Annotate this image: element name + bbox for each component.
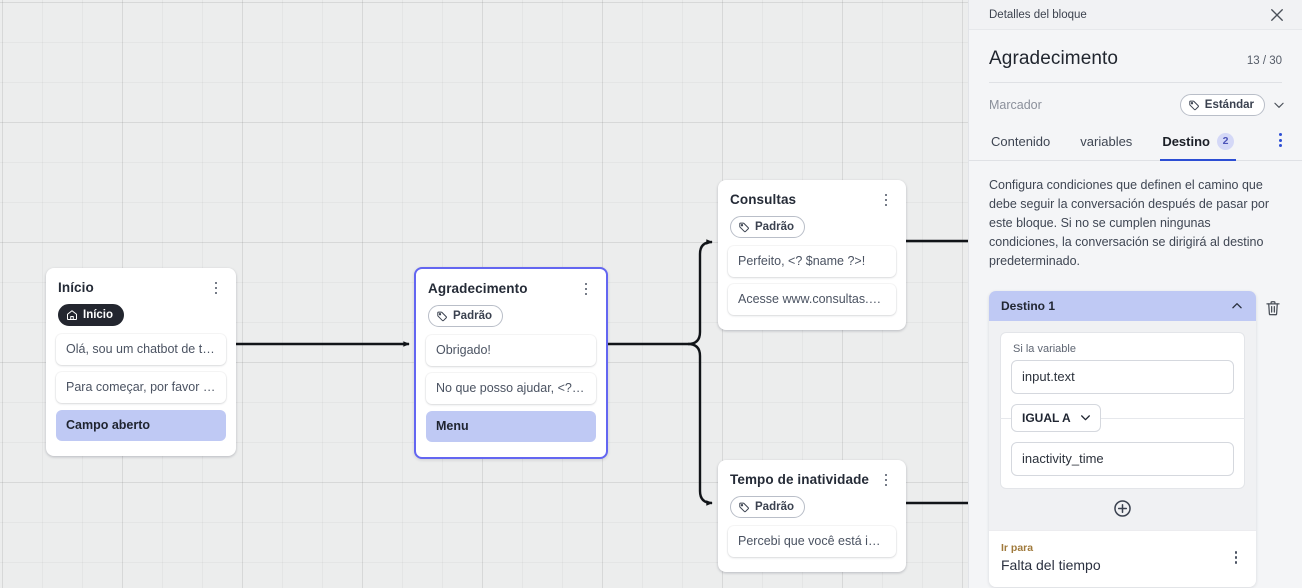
chevron-up-icon[interactable] — [1230, 299, 1244, 313]
tab-label: Contenido — [991, 133, 1051, 149]
goto-label: Ir para — [1001, 541, 1034, 554]
goto-value: Falta del tiempo — [1001, 556, 1101, 573]
char-counter: 13 / 30 — [1246, 55, 1282, 67]
node-tag-label: Início — [83, 309, 114, 321]
panel-scroll-area[interactable]: Configura condiciones que definen el cam… — [969, 161, 1302, 588]
condition-box: Si la variable input.text IGUAL A — [1000, 331, 1245, 489]
panel-titlebar-label: Detalles del bloque — [989, 8, 1087, 21]
goto-menu-kebab-icon[interactable] — [1228, 548, 1244, 566]
add-condition-row — [989, 489, 1256, 530]
block-details-panel: Detalles del bloque Agradecimento 13 / 3… — [968, 0, 1302, 588]
trash-icon[interactable] — [1264, 297, 1282, 319]
tag-icon — [437, 311, 447, 322]
panel-titlebar: Detalles del bloque — [969, 0, 1302, 30]
node-tag-row: Padrão — [718, 209, 906, 246]
panel-body: Agradecimento 13 / 30 Marcador Estándar — [969, 30, 1302, 588]
destino-header[interactable]: Destino 1 — [989, 290, 1256, 321]
node-chip[interactable]: Perfeito, <? $name ?>! — [728, 246, 896, 277]
page-title: Agradecimento — [989, 48, 1119, 69]
edge-agradecimento-inatividade — [687, 342, 713, 506]
flow-node-consultas[interactable]: Consultas Padrão Perfeito, <? $name ?>! … — [718, 180, 906, 330]
node-menu-kebab-icon[interactable] — [878, 471, 894, 489]
node-chip[interactable]: Percebi que você está inativo. C... — [728, 526, 896, 557]
condition-label: Si la variable — [1013, 342, 1076, 355]
plus-circle-icon[interactable] — [1113, 499, 1132, 518]
close-icon[interactable] — [1268, 6, 1286, 24]
node-tag-badge[interactable]: Padrão — [730, 216, 805, 238]
node-tag-row: Padrão — [718, 489, 906, 526]
node-menu-kebab-icon[interactable] — [208, 279, 224, 297]
node-title: Início — [58, 280, 94, 295]
node-tag-label: Padrão — [453, 310, 492, 322]
flow-edges — [236, 239, 968, 506]
tab-variables[interactable]: variables — [1078, 128, 1134, 160]
node-tag-label: Padrão — [755, 501, 794, 513]
node-chip-highlighted[interactable]: Campo aberto — [56, 410, 226, 441]
edge-agradecimento-consultas — [687, 239, 713, 346]
node-chip[interactable]: No que posso ajudar, <? $name ... — [426, 373, 596, 404]
operator-label: IGUAL A — [1022, 410, 1071, 425]
destino-block: Destino 1 Si la variable input.text IGUA… — [989, 290, 1282, 587]
tab-label: Destino — [1162, 133, 1210, 149]
tag-icon — [1189, 100, 1199, 111]
marcador-row: Marcador Estándar — [969, 83, 1302, 127]
node-header: Início — [46, 268, 236, 297]
panel-tabs: Contenido variables Destino 2 — [969, 127, 1302, 161]
node-tag-label: Padrão — [755, 221, 794, 233]
node-chip[interactable]: Olá, sou um chatbot de teste! — [56, 334, 226, 365]
operator-row: IGUAL A — [1000, 403, 1245, 433]
tag-icon — [739, 222, 749, 233]
variable-input[interactable]: input.text — [1011, 359, 1234, 394]
goto-text-group: Ir para Falta del tiempo — [1001, 541, 1101, 575]
tab-badge-count: 2 — [1216, 132, 1234, 150]
node-header: Tempo de inatividade — [718, 460, 906, 489]
flow-node-tempo-de-inatividade[interactable]: Tempo de inatividade Padrão Percebi que … — [718, 460, 906, 572]
home-icon — [67, 310, 77, 320]
marcador-label: Marcador — [989, 97, 1042, 112]
tab-destino[interactable]: Destino 2 — [1160, 127, 1236, 161]
chevron-down-icon — [1080, 415, 1090, 421]
marcador-control[interactable]: Estándar — [1179, 93, 1286, 116]
tag-icon — [739, 502, 749, 513]
destino-header-label: Destino 1 — [1001, 298, 1056, 313]
node-chip[interactable]: Acesse www.consultas.com par... — [728, 284, 896, 315]
node-tag-badge[interactable]: Padrão — [428, 305, 503, 327]
flow-canvas[interactable]: Início Início Olá, sou um chatbot de tes… — [0, 0, 968, 588]
block-title-row: Agradecimento 13 / 30 — [969, 30, 1302, 70]
node-chip[interactable]: Para começar, por favor digite o ... — [56, 372, 226, 403]
flow-node-inicio[interactable]: Início Início Olá, sou um chatbot de tes… — [46, 268, 236, 456]
node-menu-kebab-icon[interactable] — [578, 280, 594, 298]
node-chip[interactable]: Obrigado! — [426, 335, 596, 366]
flow-node-agradecimento[interactable]: Agradecimento Padrão Obrigado! No que po… — [414, 267, 608, 459]
marcador-badge-label: Estándar — [1204, 98, 1254, 111]
node-tag-badge[interactable]: Padrão — [730, 496, 805, 518]
node-chip-highlighted[interactable]: Menu — [426, 411, 596, 442]
title-divider — [989, 82, 1282, 83]
operator-select[interactable]: IGUAL A — [1011, 403, 1101, 432]
marcador-badge[interactable]: Estándar — [1179, 93, 1265, 116]
node-menu-kebab-icon[interactable] — [878, 191, 894, 209]
tab-contenido[interactable]: Contenido — [989, 128, 1052, 160]
node-header: Consultas — [718, 180, 906, 209]
goto-row[interactable]: Ir para Falta del tiempo — [989, 529, 1256, 587]
panel-overflow-kebab-icon[interactable] — [1273, 129, 1288, 157]
destino-card: Destino 1 Si la variable input.text IGUA… — [989, 290, 1256, 587]
chevron-down-icon[interactable] — [1272, 98, 1286, 112]
compare-value-input[interactable]: inactivity_time — [1011, 441, 1234, 476]
node-tag-badge[interactable]: Início — [58, 304, 125, 326]
node-tag-row: Padrão — [416, 298, 606, 335]
tab-label: variables — [1080, 133, 1133, 149]
node-title: Consultas — [730, 192, 797, 207]
node-title: Agradecimento — [428, 281, 528, 296]
node-title: Tempo de inatividade — [730, 472, 870, 487]
destino-description: Configura condiciones que definen el cam… — [989, 177, 1270, 268]
node-header: Agradecimento — [416, 269, 606, 298]
node-tag-row: Início — [46, 297, 236, 334]
